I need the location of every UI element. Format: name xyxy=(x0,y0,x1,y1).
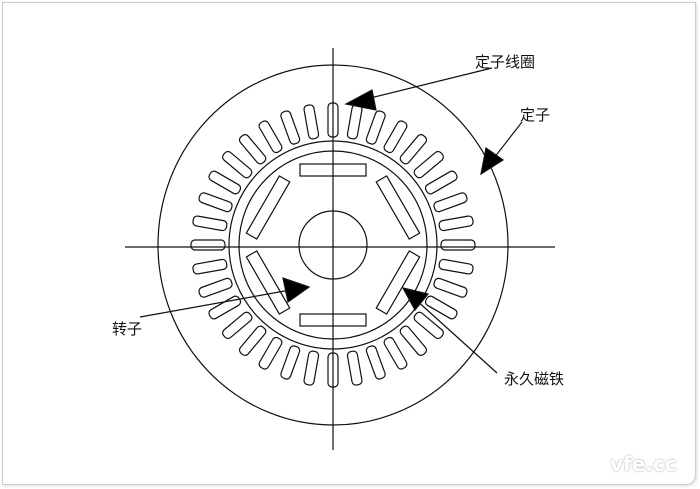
stator-slot xyxy=(438,215,474,232)
permanent-magnet xyxy=(375,175,421,240)
stator-slot xyxy=(198,192,233,213)
stator-slot xyxy=(238,325,267,356)
stator-slot xyxy=(208,170,242,195)
permanent-magnet xyxy=(375,250,421,315)
stator-arrowhead xyxy=(480,146,505,176)
rotor-arrowhead xyxy=(282,277,311,304)
stator-slot xyxy=(433,277,468,298)
watermark: vfe.cc xyxy=(610,452,677,476)
stator-slot xyxy=(424,170,458,195)
stator-slot xyxy=(258,336,283,370)
stator-slot xyxy=(222,150,253,179)
stator-slot xyxy=(198,277,233,298)
permanent-magnet xyxy=(245,250,291,315)
stator-slot xyxy=(399,325,428,356)
stator-slot xyxy=(399,134,428,165)
stator-coil-arrowhead xyxy=(344,89,377,111)
stator-slot xyxy=(303,350,320,386)
stator-slot xyxy=(192,215,228,232)
image-frame xyxy=(2,2,696,485)
stator-slot xyxy=(438,258,474,275)
stator-slot xyxy=(280,345,301,380)
stator-slot xyxy=(365,345,386,380)
stator-slots xyxy=(190,102,476,388)
stator-slot xyxy=(280,110,301,145)
rotor-leader xyxy=(139,286,308,318)
stator-slot xyxy=(346,104,363,140)
stator-slot xyxy=(303,104,320,140)
magnet-arrowhead xyxy=(401,287,430,312)
label-stator: 定子 xyxy=(520,106,551,124)
label-stator-coil: 定子线圈 xyxy=(475,53,536,71)
stator-slot xyxy=(258,120,283,154)
stator-slot xyxy=(190,239,226,251)
stator-slot xyxy=(440,239,476,251)
stator-slot xyxy=(424,295,458,320)
permanent-magnet xyxy=(245,175,291,240)
stator-slot xyxy=(413,150,444,179)
label-rotor: 转子 xyxy=(112,320,143,338)
stator-slot xyxy=(433,192,468,213)
stator-slot xyxy=(383,336,408,370)
stator-slot xyxy=(192,258,228,275)
stator-slot xyxy=(346,350,363,386)
stator-slot xyxy=(413,311,444,340)
stator-slot xyxy=(238,134,267,165)
stator-slot xyxy=(208,295,242,320)
stator-slot xyxy=(365,110,386,145)
label-permanent-magnet: 永久磁铁 xyxy=(504,370,565,388)
stator-slot xyxy=(383,120,408,154)
stator-slot xyxy=(222,311,253,340)
